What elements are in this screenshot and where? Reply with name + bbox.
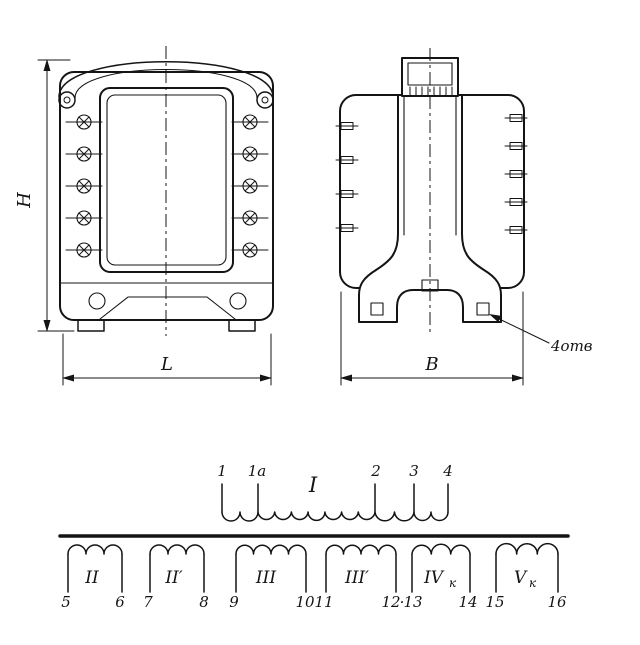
coil-loops xyxy=(411,543,471,555)
terminal-leads xyxy=(325,553,397,593)
arrowhead xyxy=(43,320,51,332)
primary-terminal-leads xyxy=(221,483,449,513)
terminal-1: 1 xyxy=(217,462,227,480)
dimension-L: L xyxy=(62,333,272,386)
terminal-bolt xyxy=(231,146,269,162)
winding-III: III 9 10 xyxy=(229,544,315,611)
terminal-10: 10 xyxy=(295,593,315,611)
winding-IVk: IV к 13 14 xyxy=(403,543,478,611)
arrowhead xyxy=(260,374,272,382)
arrowhead xyxy=(43,59,51,71)
terminal-11: 11 xyxy=(314,593,333,611)
terminal-leads xyxy=(149,553,205,593)
terminal-9: 9 xyxy=(229,593,239,611)
winding-primary: 1 1a I 2 3 4 xyxy=(217,462,453,522)
mounting-feet xyxy=(77,319,256,332)
winding-label: V xyxy=(514,568,528,588)
terminal-leads xyxy=(411,553,471,593)
coil-loops xyxy=(235,544,307,555)
strap-loop-right xyxy=(256,91,274,109)
dim-B-label: B xyxy=(424,354,438,375)
mounting-base xyxy=(60,282,273,332)
base-bolt-right xyxy=(229,292,247,310)
foot-holes xyxy=(370,302,490,316)
terminal-bolt xyxy=(65,146,103,162)
holes-note: 4отв xyxy=(550,337,593,355)
terminal-13: 13 xyxy=(403,593,422,611)
winding-label: II′ xyxy=(164,568,182,588)
arrowhead xyxy=(62,374,74,382)
coil-edges xyxy=(403,95,457,236)
dimension-B: B xyxy=(340,291,524,386)
terminal-6: 6 xyxy=(115,593,125,611)
strap-loop-left xyxy=(58,91,76,109)
terminal-bolt xyxy=(231,210,269,226)
coil-loops xyxy=(67,544,123,555)
terminal-7: 7 xyxy=(143,593,153,611)
winding-schematic: 1 1a I 2 3 4 II 5 6 II′ 7 8 III xyxy=(58,462,570,611)
winding-label: III xyxy=(255,568,276,588)
terminal-bolt xyxy=(65,242,103,258)
winding-label-subscript: к xyxy=(449,576,457,590)
clamp-hatch xyxy=(409,86,453,96)
side-view xyxy=(335,48,528,336)
terminals-right xyxy=(231,114,269,258)
terminal-bolt xyxy=(65,114,103,130)
separator-dot: · xyxy=(400,593,405,611)
holes-callout: 4отв xyxy=(489,314,593,355)
arrowhead xyxy=(512,374,524,382)
terminal-8: 8 xyxy=(199,593,209,611)
coil-loops xyxy=(495,542,559,555)
terminal-leads xyxy=(67,553,123,593)
terminal-15: 15 xyxy=(485,593,504,611)
terminal-leads xyxy=(235,553,307,593)
primary-coil-loops xyxy=(221,511,449,522)
dim-L-label: L xyxy=(160,354,173,375)
winding-label: II xyxy=(84,568,99,588)
terminal-3: 3 xyxy=(409,462,419,480)
arrowhead xyxy=(489,314,502,323)
winding-label-I: I xyxy=(308,473,318,497)
winding-II: II 5 6 xyxy=(61,544,125,611)
winding-Vk: V к 15 16 xyxy=(485,542,567,611)
front-view xyxy=(58,46,274,336)
terminal-bolt xyxy=(65,210,103,226)
winding-II-prime: II′ 7 8 xyxy=(143,544,209,611)
coil-loops xyxy=(149,544,205,555)
leader-line xyxy=(490,314,550,344)
winding-label: III′ xyxy=(344,568,369,588)
terminal-2: 2 xyxy=(370,462,381,480)
terminal-bolt xyxy=(231,178,269,194)
base-bolt-left xyxy=(88,292,106,310)
winding-label-subscript: к xyxy=(529,576,537,590)
dimension-H: H xyxy=(14,59,75,332)
terminal-1a: 1a xyxy=(248,462,267,480)
winding-label: IV xyxy=(423,568,445,588)
terminal-16: 16 xyxy=(547,593,567,611)
terminal-leads xyxy=(495,553,559,593)
terminal-5: 5 xyxy=(61,593,71,611)
terminal-bolt xyxy=(231,242,269,258)
dim-H-label: H xyxy=(14,192,35,209)
terminal-bolt xyxy=(231,114,269,130)
winding-III-prime: III′ 11 12 xyxy=(314,544,401,611)
terminals-left xyxy=(65,114,103,258)
terminal-4: 4 xyxy=(442,462,453,480)
coil-loops xyxy=(325,544,397,555)
arrowhead xyxy=(340,374,352,382)
terminal-bolt xyxy=(65,178,103,194)
terminal-14: 14 xyxy=(458,593,477,611)
terminal-12: 12 xyxy=(381,593,400,611)
